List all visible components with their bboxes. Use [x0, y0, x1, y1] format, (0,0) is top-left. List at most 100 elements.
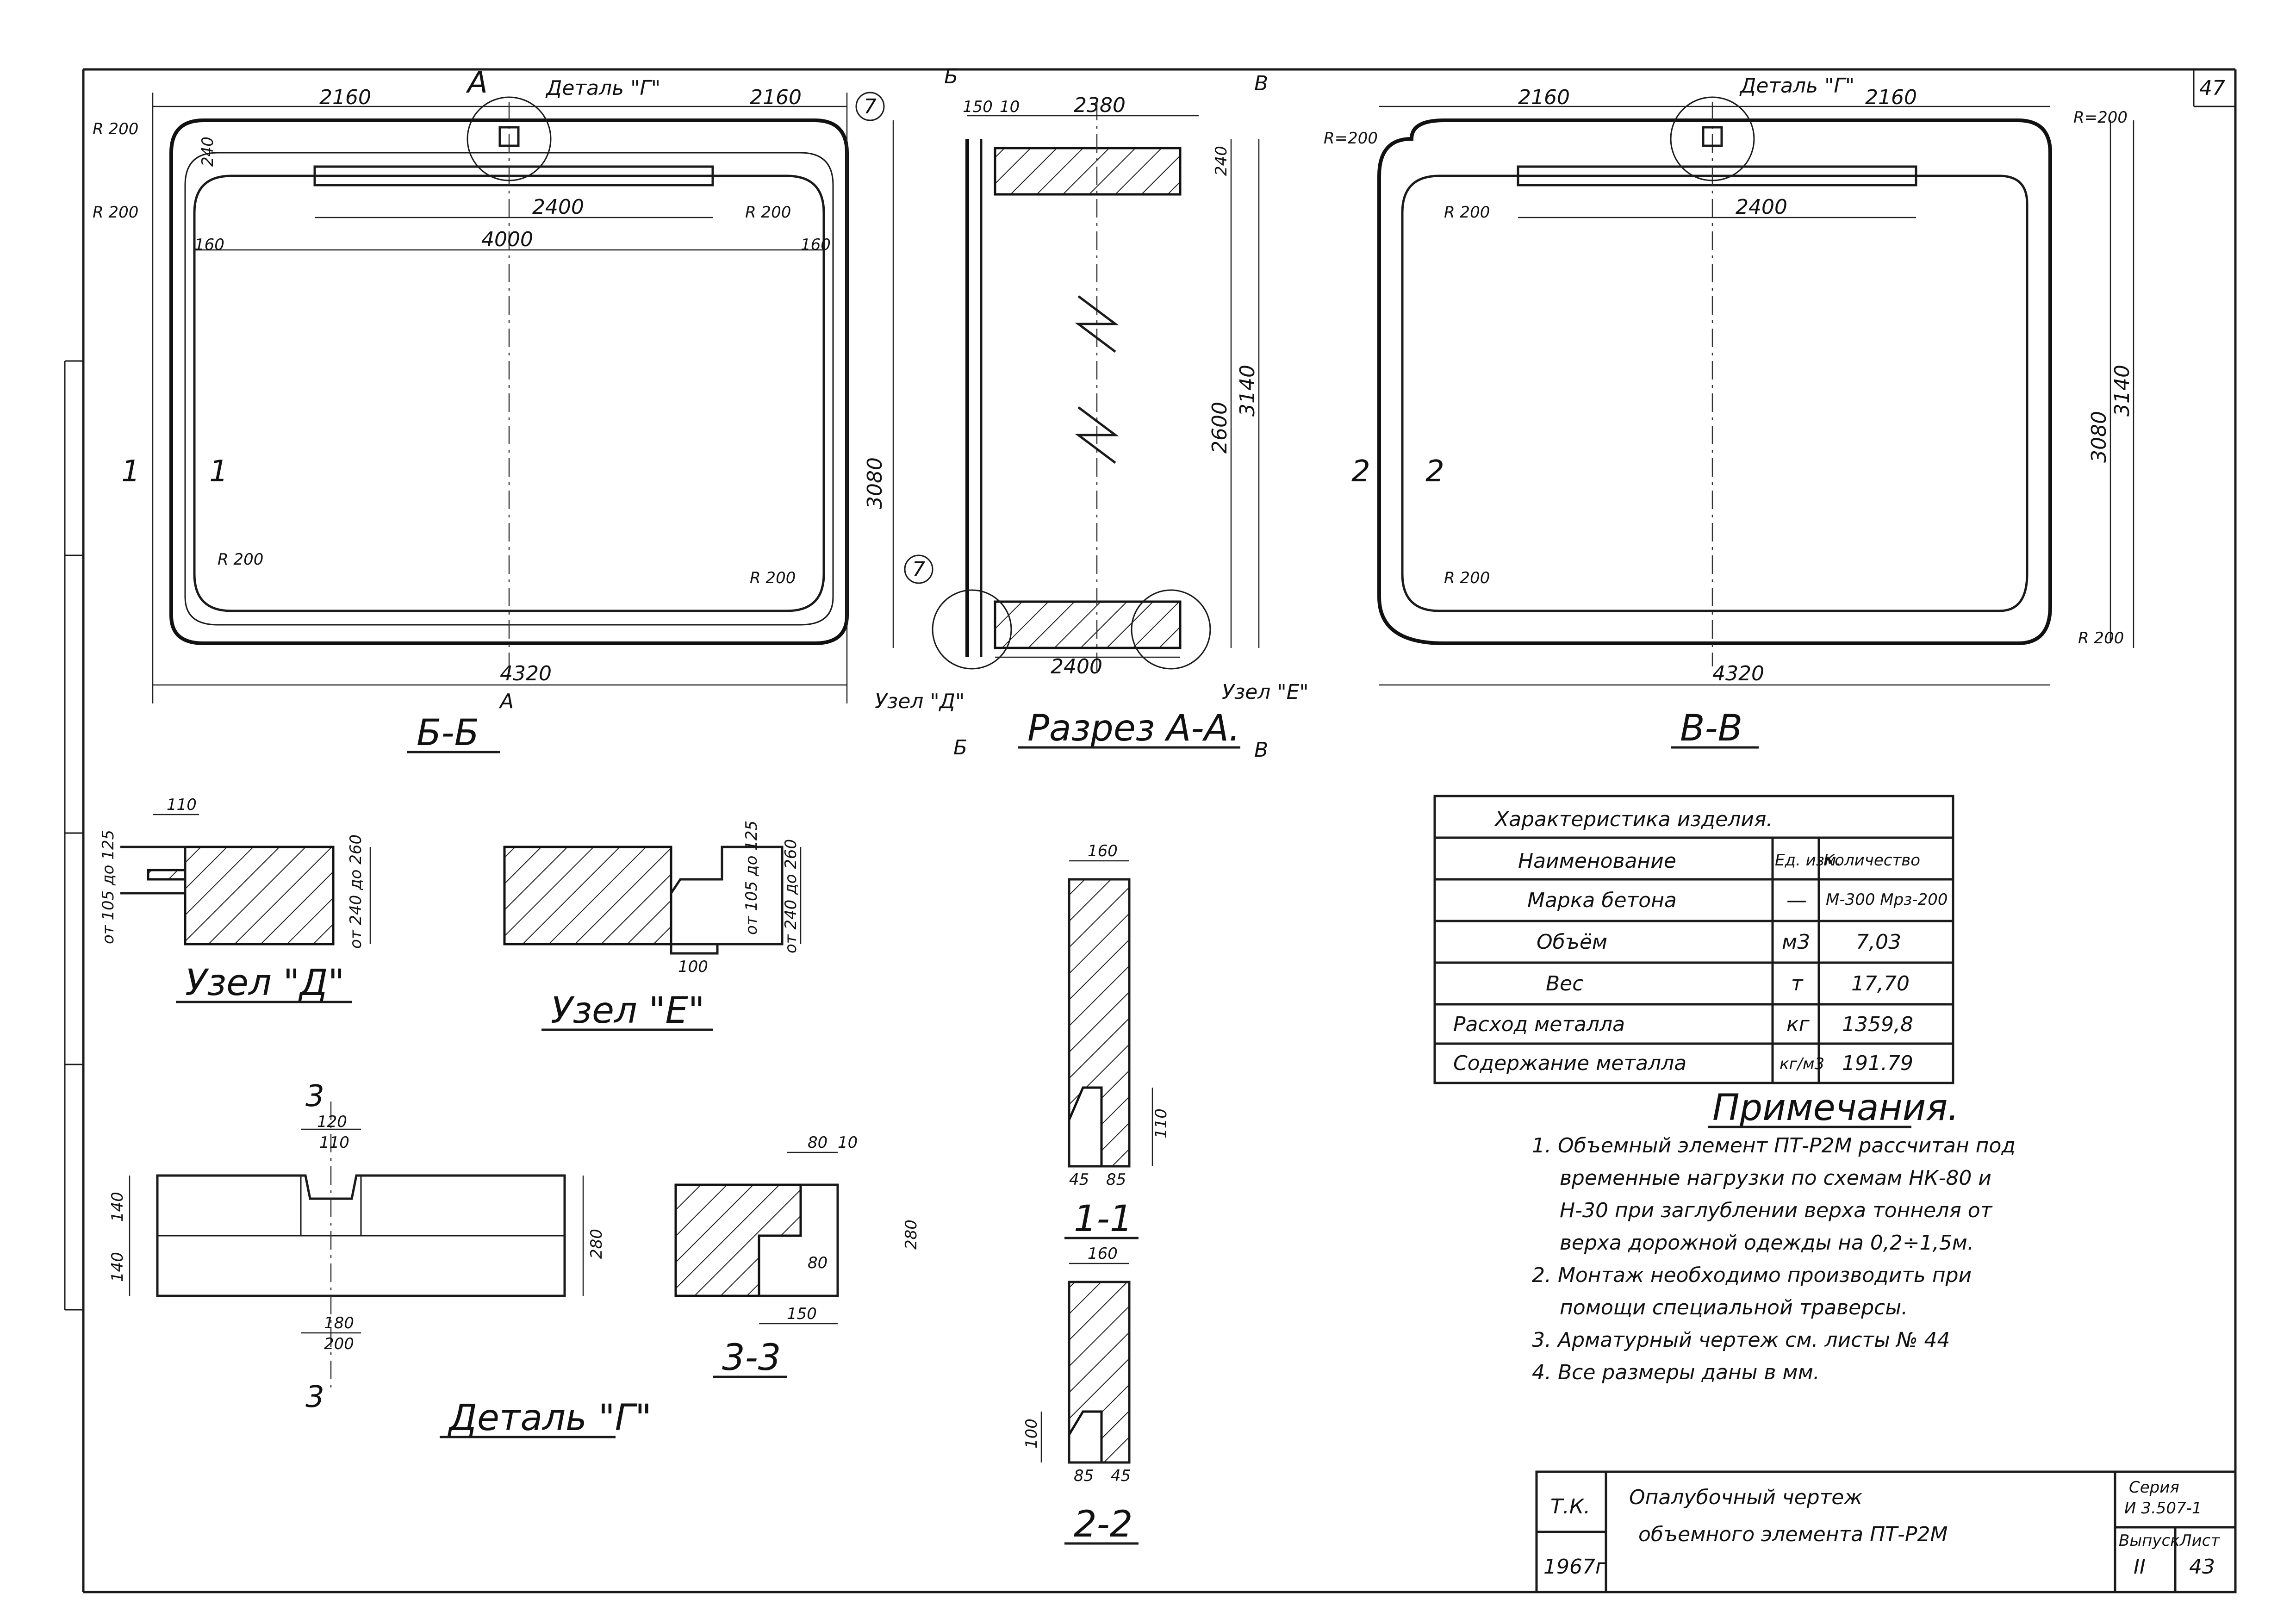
dim-280-33: 280	[902, 1220, 921, 1250]
table-row-qty: 7,03	[1856, 930, 1901, 954]
table-header-qty: Количество	[1823, 851, 1920, 870]
stamp-sheet: 43	[2189, 1555, 2215, 1579]
dim-110-uzel-d: 110	[167, 796, 197, 814]
uzel-e-callout	[1131, 589, 1211, 670]
dim-2380: 2380	[1074, 93, 1126, 117]
dim-2160-vv-right: 2160	[1865, 86, 1917, 109]
dim-10-33: 10	[838, 1133, 858, 1152]
table-row-name: Содержание металла	[1453, 1052, 1686, 1075]
table-row-qty: 17,70	[1851, 972, 1910, 996]
radius-label-vv-2: R 200	[1444, 203, 1490, 222]
note-line: 1. Объемный элемент ПТ-Р2М рассчитан под	[1532, 1134, 2016, 1157]
vv-inner-contour	[1401, 174, 2028, 612]
stamp-issue: II	[2134, 1555, 2146, 1579]
dim-45-22: 45	[1111, 1467, 1131, 1485]
vv-outer-contour	[1377, 118, 2052, 645]
dim-2400-aa: 2400	[1051, 655, 1102, 678]
table-row-qty: 191.79	[1842, 1052, 1913, 1075]
section-marker-v-bottom: В	[1254, 738, 1268, 762]
detail-g-callout-vv	[1670, 96, 1755, 181]
uzel-d-ref: Узел "Д"	[875, 690, 964, 713]
note-line: помощи специальной траверсы.	[1560, 1296, 1908, 1319]
table-row-unit: кг	[1786, 1013, 1810, 1036]
dim-45-11: 45	[1069, 1170, 1089, 1189]
radius-label-4: R 200	[218, 550, 263, 569]
dim-110-11: 110	[1152, 1108, 1170, 1139]
characteristics-table	[1433, 795, 1954, 1084]
section-1-1-title: 1-1	[1074, 1198, 1132, 1240]
section-3-3-title: 3-3	[722, 1337, 781, 1379]
section-2-left: 2	[1351, 454, 1370, 489]
dim-180-g: 180	[324, 1314, 354, 1332]
dim-110-g: 110	[319, 1133, 349, 1152]
table-row-unit: кг/м3	[1780, 1055, 1824, 1073]
section-marker-b-bottom: Б	[953, 736, 967, 759]
dim-160-22: 160	[1088, 1244, 1118, 1263]
callout-7-bb	[855, 92, 885, 121]
radius-label-1: R 200	[93, 120, 138, 138]
page-number: 47	[2199, 76, 2225, 100]
dim-uzel-e-left: от 105 до 125	[742, 821, 761, 935]
radius-label-vv-5: R 200	[2078, 629, 2124, 647]
table-row-unit: —	[1786, 889, 1807, 912]
section-1-left: 1	[121, 454, 140, 489]
note-line: 3. Арматурный чертеж см. листы № 44	[1532, 1328, 1950, 1352]
dim-280-g: 280	[587, 1229, 606, 1259]
table-title: Характеристика изделия.	[1494, 808, 1773, 831]
table-header-unit: Ед. изм.	[1775, 851, 1841, 870]
dim-2400-vv: 2400	[1736, 195, 1787, 219]
table-row-name: Объём	[1537, 930, 1607, 954]
section-marker-a-bottom: А	[498, 690, 514, 713]
view-bb	[152, 93, 894, 703]
note-line: 4. Все размеры даны в мм.	[1532, 1361, 1820, 1384]
dim-140-g-bottom: 140	[108, 1252, 127, 1282]
title-block	[1535, 1470, 2237, 1593]
view-vv	[1377, 96, 2134, 686]
view-aa-title: Разрез А-А.	[1027, 708, 1240, 749]
bb-inner-contour	[193, 174, 825, 612]
dim-2160-right: 2160	[750, 86, 802, 109]
section-marker-b-top: Б	[944, 65, 958, 88]
stamp-issue-label: Выпуск	[2119, 1531, 2180, 1550]
detail-g-callout-bb	[467, 96, 552, 181]
dim-160-11: 160	[1088, 842, 1118, 860]
dim-3080-vv: 3080	[2087, 411, 2111, 463]
dim-3140-aa: 3140	[1236, 365, 1259, 417]
dim-2160-vv-left: 2160	[1518, 86, 1570, 109]
table-row-unit: т	[1791, 972, 1804, 996]
table-header-name: Наименование	[1518, 849, 1676, 873]
radius-label-vv-4: R 200	[1444, 569, 1490, 587]
radius-label-3: R 200	[745, 203, 791, 222]
radius-label-2: R 200	[93, 203, 138, 222]
uzel-e-title: Узел "Е"	[551, 990, 705, 1032]
radius-label-vv-3: R=200	[2073, 108, 2128, 127]
dim-2160-left: 2160	[319, 86, 371, 109]
aa-top-slab	[994, 147, 1182, 196]
dim-150-aa: 150	[963, 98, 993, 116]
dim-3140-vv: 3140	[2110, 365, 2134, 417]
radius-label-vv-1: R=200	[1324, 129, 1378, 148]
note-line: 2. Монтаж необходимо производить при	[1532, 1263, 1972, 1287]
dim-160-bb-right: 160	[801, 236, 831, 254]
aa-bottom-slab	[994, 600, 1182, 649]
callout-7-bb-label: 7	[864, 95, 877, 118]
sheet-frame	[64, 68, 2237, 1593]
dim-80-33-top: 80	[808, 1133, 828, 1152]
dim-2400-bb: 2400	[532, 195, 584, 219]
dim-120-g: 120	[317, 1113, 347, 1131]
stamp-title-1: Опалубочный чертеж	[1629, 1486, 1862, 1509]
callout-7-aa-label: 7	[912, 558, 925, 581]
uzel-e-ref: Узел "Е"	[1222, 680, 1309, 704]
dim-4320-bb: 4320	[500, 662, 552, 685]
dim-uzel-d-right: от 240 до 260	[347, 834, 365, 949]
section-3-3	[674, 1151, 839, 1325]
dim-85-11: 85	[1106, 1170, 1126, 1189]
table-row-name: Вес	[1546, 972, 1583, 996]
detail-g-ref-vv: Деталь "Г"	[1739, 74, 1854, 98]
section-2-2	[1040, 1263, 1131, 1464]
stamp-series: И 3.507-1	[2124, 1499, 2202, 1518]
dim-4320-vv: 4320	[1712, 662, 1764, 685]
table-row-name: Расход металла	[1453, 1013, 1625, 1036]
uzel-d-callout	[932, 589, 1012, 670]
